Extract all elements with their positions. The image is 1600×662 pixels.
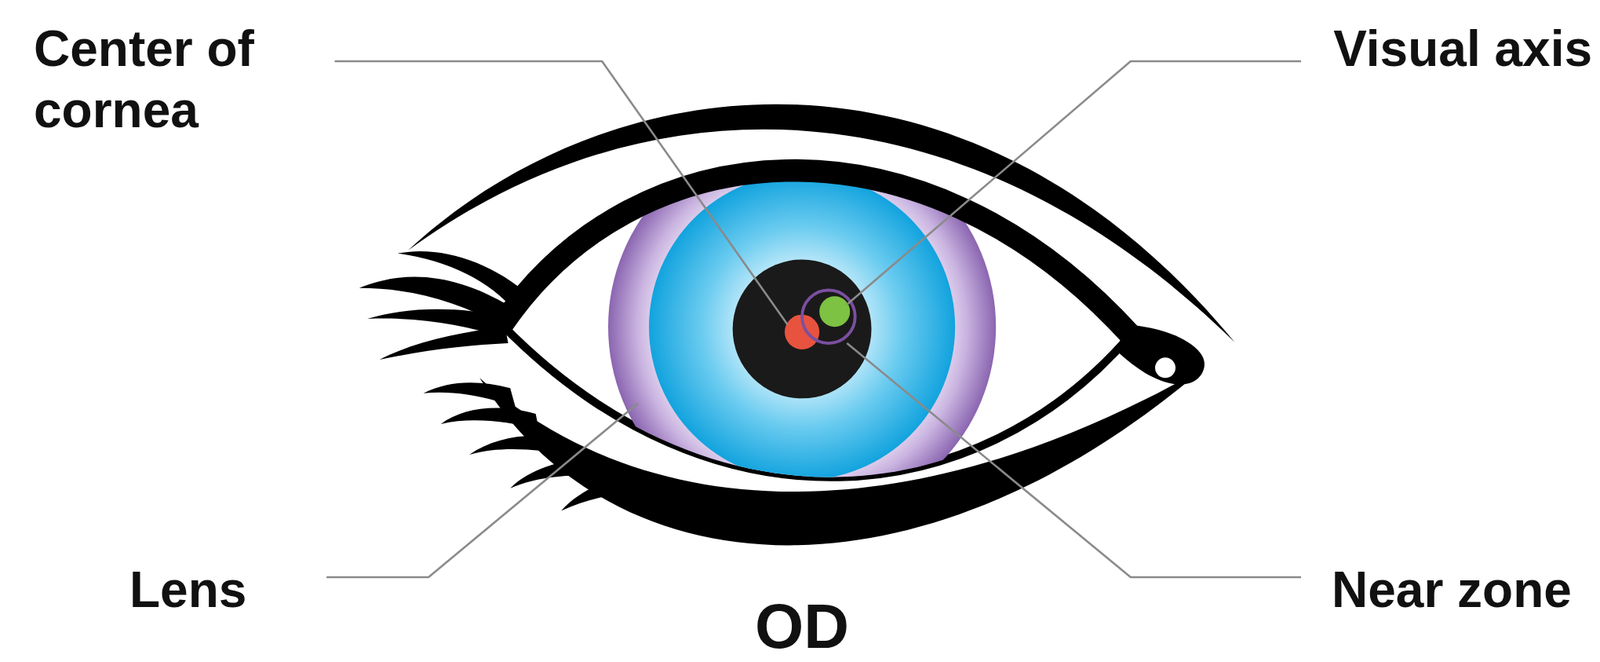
iris — [648, 173, 955, 480]
lash — [510, 459, 605, 489]
part-label: Near zone — [1331, 558, 1572, 620]
part-label: Center of cornea — [33, 18, 270, 141]
part-label: Lens — [129, 558, 247, 620]
leader-lines — [326, 61, 1302, 577]
upper-lid — [502, 170, 1131, 336]
leader-line — [846, 342, 1302, 577]
part-label: Visual axis — [1333, 18, 1593, 80]
leader-line — [335, 61, 788, 325]
lash — [379, 326, 509, 360]
lash — [561, 474, 641, 511]
pupil — [732, 258, 872, 398]
visual-axis-dot — [819, 295, 850, 327]
eye-corner — [1118, 324, 1205, 385]
corner-highlight — [1155, 357, 1176, 378]
lash — [423, 382, 516, 407]
lash — [469, 435, 572, 455]
near-zone-ring — [801, 289, 856, 343]
eye-side-label: OD — [754, 594, 850, 658]
leader-line — [846, 61, 1302, 305]
lash — [441, 407, 540, 429]
leader-line — [326, 403, 638, 577]
